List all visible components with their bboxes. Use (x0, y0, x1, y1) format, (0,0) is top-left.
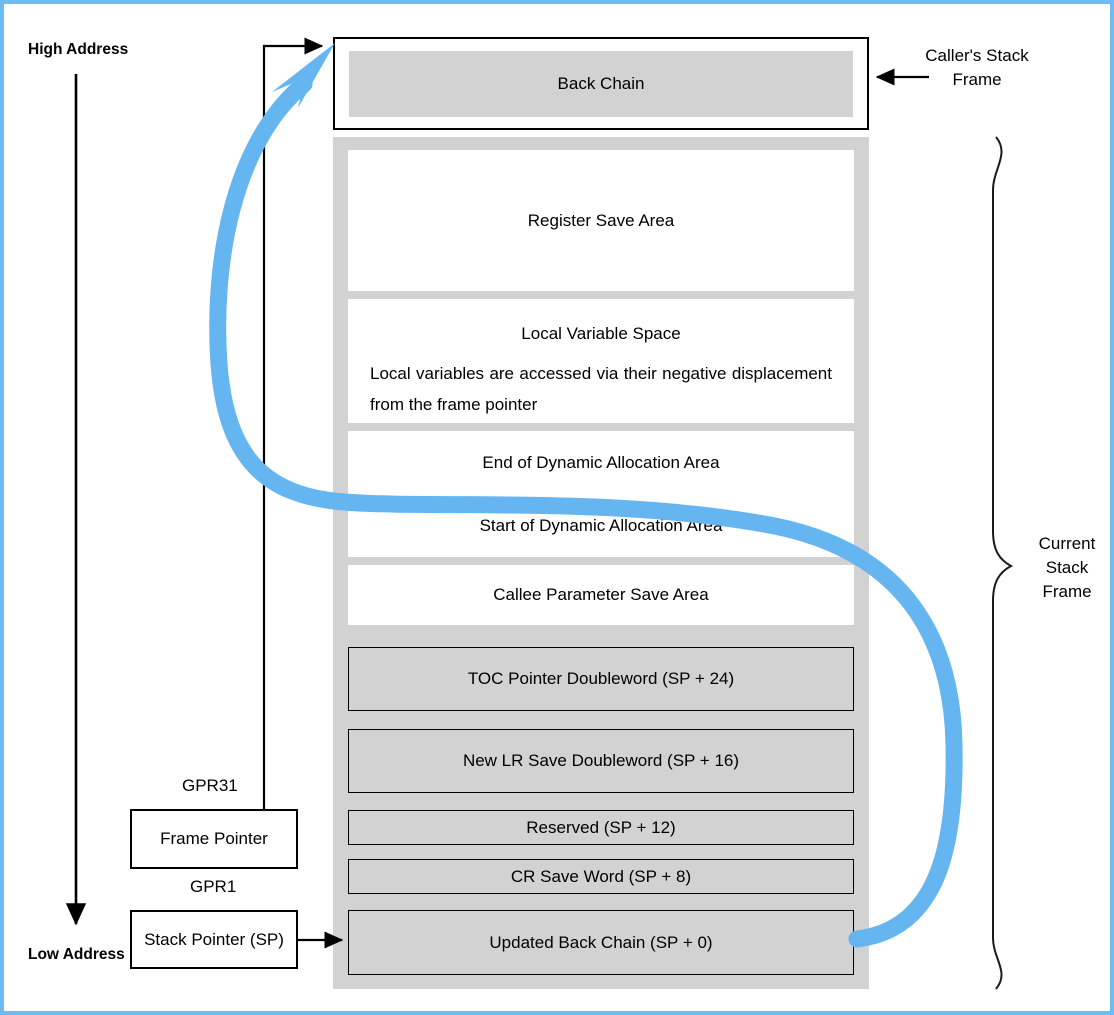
slot-back-chain: Back Chain (349, 51, 853, 117)
slot-cr-save-word: CR Save Word (SP + 8) (348, 859, 854, 894)
gpr1-label: GPR1 (190, 877, 237, 896)
gpr31-label: GPR31 (182, 776, 238, 795)
slot-local-variable-space: Local Variable Space Local variables are… (348, 299, 854, 423)
frame-pointer-label: Frame Pointer (160, 829, 268, 848)
slot-toc-pointer-doubleword: TOC Pointer Doubleword (SP + 24) (348, 647, 854, 711)
current-stack-frame-container: Register Save Area Local Variable Space … (333, 137, 869, 989)
slot-new-lr-save-doubleword: New LR Save Doubleword (SP + 16) (348, 729, 854, 793)
slot-back-chain-label: Back Chain (557, 74, 645, 93)
slot-dynamic-allocation-area: End of Dynamic Allocation Area Start of … (348, 431, 854, 557)
slot-callee-parameter-save-area: Callee Parameter Save Area (348, 565, 854, 625)
frame-pointer-box: Frame Pointer (130, 809, 298, 869)
low-address-label: Low Address (28, 946, 125, 963)
slot-updated-back-chain: Updated Back Chain (SP + 0) (348, 910, 854, 975)
current-stack-frame-brace (992, 136, 1014, 990)
slot-register-save-area: Register Save Area (348, 150, 854, 291)
stack-pointer-box: Stack Pointer (SP) (130, 910, 298, 969)
stack-pointer-label: Stack Pointer (SP) (144, 929, 284, 949)
high-address-label: High Address (28, 41, 129, 58)
slot-reserved: Reserved (SP + 12) (348, 810, 854, 845)
callers-stack-frame-label: Caller's Stack Frame (925, 46, 1029, 89)
current-stack-frame-label: Current Stack Frame (1038, 534, 1096, 601)
callers-stack-frame-box: Back Chain (333, 37, 869, 130)
frame-pointer-connector (262, 37, 324, 809)
